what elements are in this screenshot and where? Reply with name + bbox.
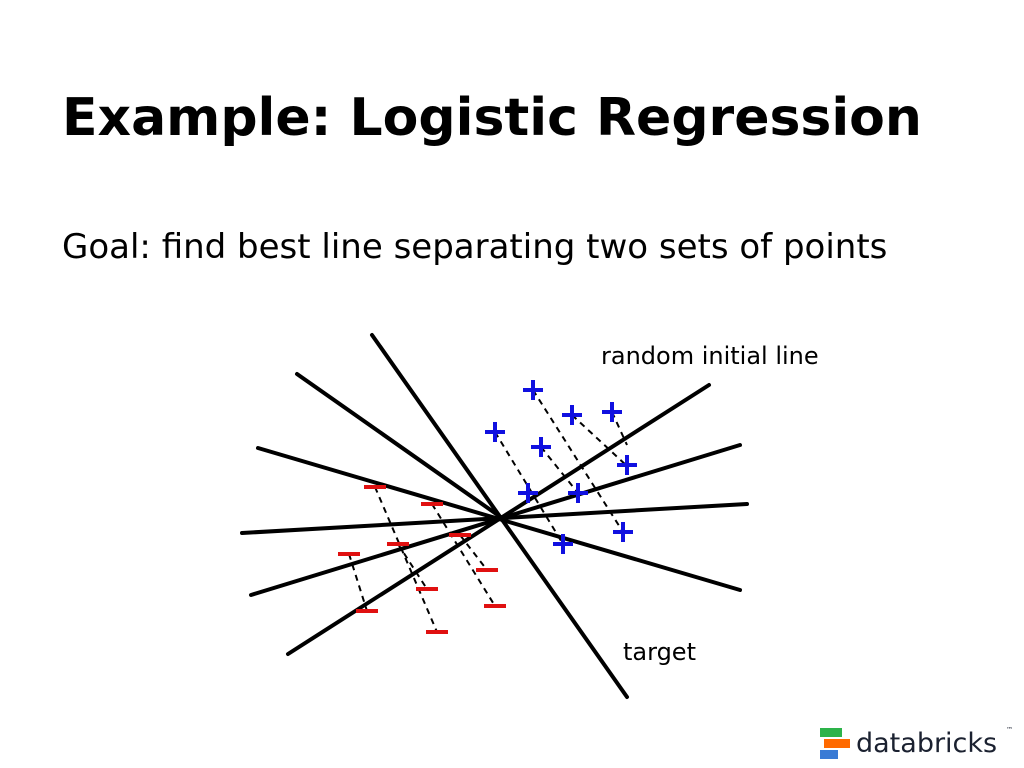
- label-random-initial-line: random initial line: [601, 342, 819, 370]
- trajectory-line: [348, 553, 368, 612]
- trajectory-line: [540, 446, 579, 494]
- trajectory-line: [431, 503, 496, 607]
- plus-marker: [531, 437, 551, 457]
- plus-marker: [602, 402, 622, 422]
- slide-title: Example: Logistic Regression: [62, 88, 922, 148]
- candidate-line: [295, 372, 504, 520]
- trajectory-line: [571, 414, 628, 467]
- plus-marker: [613, 522, 633, 542]
- databricks-logo-text: databricks: [856, 728, 998, 759]
- trajectory-line: [374, 486, 438, 633]
- plus-marker: [617, 455, 637, 475]
- slide-subtitle: Goal: find best line separating two sets…: [62, 227, 888, 267]
- plus-marker: [523, 380, 543, 400]
- plus-marker: [518, 483, 538, 503]
- random-initial-line: [286, 383, 711, 656]
- plus-marker: [485, 422, 505, 442]
- label-target: target: [623, 638, 696, 666]
- databricks-logo-icon: [820, 728, 850, 759]
- trademark-symbol: ™: [1006, 726, 1013, 734]
- plus-points: [485, 380, 637, 554]
- trajectory-line: [459, 534, 488, 571]
- trajectories: [348, 389, 628, 633]
- trajectory-line: [397, 543, 428, 590]
- plus-marker: [562, 405, 582, 425]
- plus-marker: [553, 534, 573, 554]
- minus-points: [338, 485, 506, 634]
- plus-marker: [568, 483, 588, 503]
- databricks-logo: databricks ™: [818, 724, 1018, 764]
